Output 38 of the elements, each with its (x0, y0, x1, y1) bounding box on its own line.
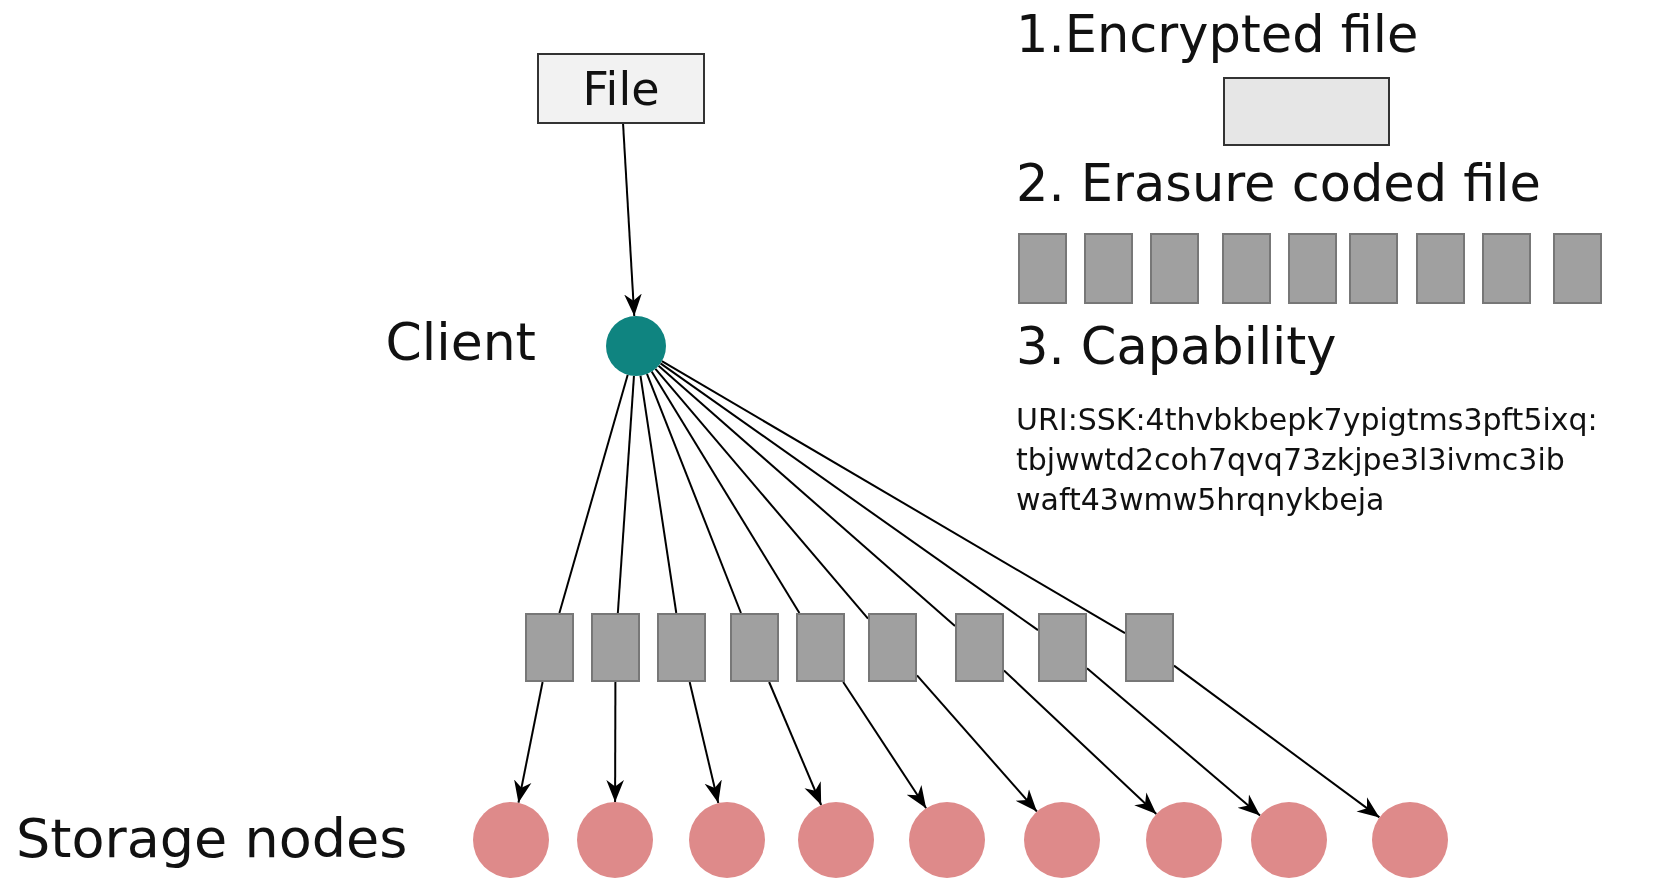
capability-uri: URI:SSK:4thvbkbepk7ypigtms3pft5ixq: tbjwwtd2coh7qvq73zkjpe3l3ivmc3ib waft43wmw5hrqnykbeja (1016, 401, 1599, 519)
file-chunk (657, 613, 706, 682)
arrow (606, 681, 624, 803)
file-chunk (1416, 233, 1465, 304)
arrow (1086, 667, 1262, 817)
step-heading: 2. Erasure coded file (1016, 155, 1541, 214)
encrypted-file-box (1223, 77, 1390, 146)
arrow (622, 123, 642, 318)
file-chunk (1125, 613, 1174, 682)
client-circle (606, 316, 666, 376)
file-chunk (1038, 613, 1087, 682)
box-label: File (582, 65, 660, 112)
file-box (537, 53, 705, 124)
file-chunk (868, 613, 917, 682)
file-chunk (591, 613, 640, 682)
arrow (916, 674, 1038, 813)
arrow (768, 681, 823, 806)
step-heading: 3. Capability (1016, 318, 1337, 377)
step-heading: 1.Encrypted file (1016, 6, 1419, 65)
file-chunk (1553, 233, 1602, 304)
file-chunk (1222, 233, 1271, 304)
file-chunk (1084, 233, 1133, 304)
file-chunk (730, 613, 779, 682)
arrow (514, 681, 544, 804)
file-chunk (1482, 233, 1531, 304)
file-chunk (796, 613, 845, 682)
arrow (1003, 669, 1158, 815)
file-chunk (1150, 233, 1199, 304)
file-chunk (955, 613, 1004, 682)
arrow (1173, 664, 1381, 819)
arrow (842, 681, 928, 810)
arrow (688, 681, 722, 804)
file-chunk (525, 613, 574, 682)
axis-caption: Storage nodes (16, 808, 408, 871)
file-chunk (1288, 233, 1337, 304)
node-caption: Client (385, 316, 536, 368)
file-chunk (1018, 233, 1067, 304)
file-chunk (1349, 233, 1398, 304)
